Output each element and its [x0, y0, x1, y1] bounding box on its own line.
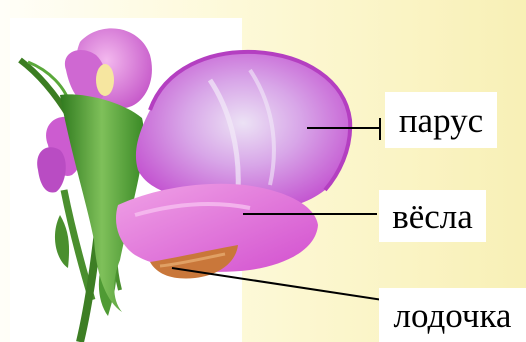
sail-label: парус	[385, 92, 497, 148]
keel-pointer-line	[172, 268, 383, 300]
oars-label: вёсла	[379, 190, 486, 242]
keel-label: лодочка	[379, 288, 526, 342]
